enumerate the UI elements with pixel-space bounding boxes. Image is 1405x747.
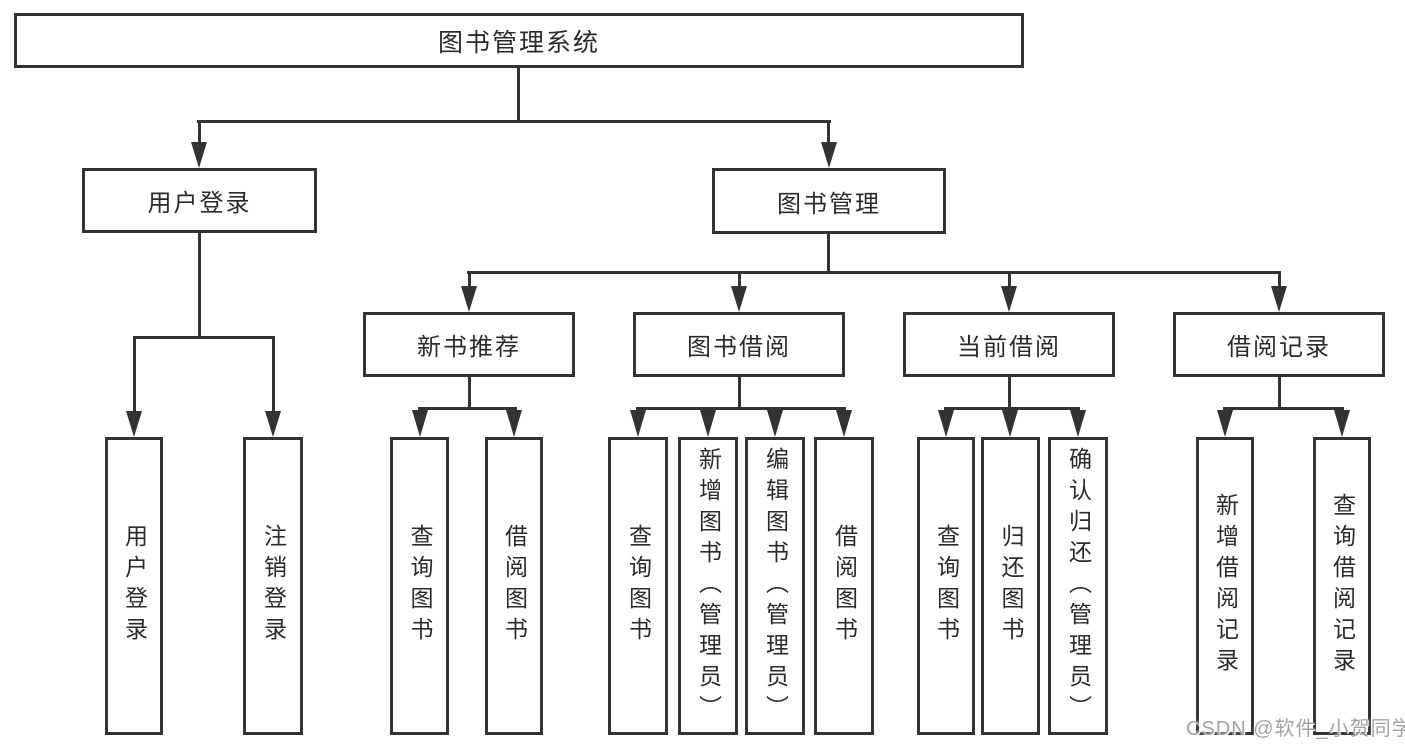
- leaf-confirm-return-admin: 确认归还（管理员）: [1048, 437, 1108, 735]
- leaf-label: 新增借阅记录: [1212, 493, 1239, 679]
- node-book-borrowing: 图书借阅: [633, 312, 845, 377]
- arrow-down-icon: [265, 411, 281, 437]
- node-label: 图书管理系统: [437, 28, 600, 57]
- connector-user-login-down: [198, 232, 201, 336]
- arrow-down-icon: [1002, 410, 1018, 437]
- connector-level3-stem: [468, 271, 471, 289]
- leaf-label: 归还图书: [998, 524, 1024, 648]
- node-borrowing-records: 借阅记录: [1173, 312, 1385, 377]
- leaf-label: 借阅图书: [501, 524, 528, 648]
- arrow-down-icon: [731, 286, 747, 312]
- node-label: 当前借阅: [957, 334, 1061, 361]
- leaf-label: 查询图书: [933, 524, 960, 648]
- node-label: 图书借阅: [687, 334, 791, 361]
- arrow-down-icon: [506, 410, 522, 437]
- node-label: 图书管理: [777, 190, 881, 218]
- connector-sub-stem: [468, 377, 471, 407]
- leaf-label: 新增图书（管理员）: [695, 446, 722, 726]
- arrow-down-icon: [836, 410, 852, 437]
- leaf-logout: 注销登录: [243, 437, 303, 735]
- node-user-login: 用户登录: [82, 168, 317, 233]
- connector-level3-stem: [738, 271, 741, 289]
- arrow-down-icon: [191, 142, 207, 168]
- leaf-label: 确认归还（管理员）: [1065, 446, 1092, 726]
- leaf-add-books-admin: 新增图书（管理员）: [678, 437, 738, 735]
- connector-leaf-stem: [272, 336, 275, 414]
- leaf-user-login: 用户登录: [105, 437, 163, 735]
- leaf-label: 用户登录: [121, 524, 148, 648]
- connector-sub-bus: [1223, 407, 1344, 410]
- leaf-query-books: 查询图书: [917, 437, 975, 735]
- connector-book-mgmt-stem: [827, 120, 830, 145]
- connector-user-login-bus: [133, 336, 275, 339]
- leaf-query-borrow-record: 查询借阅记录: [1313, 437, 1371, 735]
- arrow-down-icon: [1070, 410, 1086, 437]
- connector-root-stem: [517, 68, 520, 121]
- leaf-borrow-books: 借阅图书: [814, 437, 874, 735]
- arrow-down-icon: [700, 410, 716, 437]
- arrow-down-icon: [1217, 410, 1233, 437]
- connector-level3-stem: [1008, 271, 1011, 289]
- leaf-label: 查询图书: [625, 524, 652, 648]
- arrow-down-icon: [821, 142, 837, 168]
- leaf-label: 查询图书: [407, 524, 433, 648]
- arrow-down-icon: [461, 286, 477, 312]
- connector-sub-bus: [418, 407, 517, 410]
- connector-sub-bus: [636, 407, 846, 410]
- watermark: CSDN @软件_小贺同学: [1186, 718, 1405, 740]
- arrow-down-icon: [1271, 286, 1287, 312]
- node-new-book-recommend: 新书推荐: [363, 312, 575, 377]
- node-label: 用户登录: [147, 190, 252, 217]
- connector-level3-stem: [1278, 271, 1281, 289]
- connector-sub-stem: [738, 377, 741, 407]
- connector-sub-stem: [1008, 377, 1011, 407]
- leaf-label: 编辑图书（管理员）: [762, 446, 789, 726]
- leaf-label: 借阅图书: [831, 524, 858, 648]
- leaf-return-books: 归还图书: [981, 437, 1040, 735]
- leaf-label: 注销登录: [260, 524, 287, 648]
- node-label: 新书推荐: [417, 334, 521, 361]
- arrow-down-icon: [1001, 286, 1017, 312]
- connector-sub-bus: [944, 407, 1080, 410]
- connector-leaf-stem: [133, 336, 136, 414]
- arrow-down-icon: [1334, 410, 1350, 437]
- leaf-label: 查询借阅记录: [1329, 493, 1356, 679]
- node-library-management-system: 图书管理系统: [14, 13, 1024, 68]
- leaf-query-books: 查询图书: [390, 437, 449, 735]
- leaf-query-books: 查询图书: [608, 437, 668, 735]
- leaf-edit-books-admin: 编辑图书（管理员）: [745, 437, 805, 735]
- node-label: 借阅记录: [1227, 334, 1331, 361]
- connector-level2-bus: [197, 120, 831, 123]
- leaf-borrow-books: 借阅图书: [485, 437, 543, 735]
- arrow-down-icon: [630, 410, 646, 437]
- arrow-down-icon: [412, 410, 428, 437]
- connector-book-mgmt-down: [827, 233, 830, 271]
- node-current-borrowing: 当前借阅: [903, 312, 1115, 377]
- connector-sub-stem: [1278, 377, 1281, 407]
- arrow-down-icon: [767, 410, 783, 437]
- arrow-down-icon: [938, 410, 954, 437]
- leaf-add-borrow-record: 新增借阅记录: [1196, 437, 1254, 735]
- arrow-down-icon: [126, 411, 142, 437]
- connector-level3-bus: [467, 271, 1281, 274]
- connector-user-login-stem: [198, 120, 201, 145]
- node-book-management: 图书管理: [712, 168, 946, 234]
